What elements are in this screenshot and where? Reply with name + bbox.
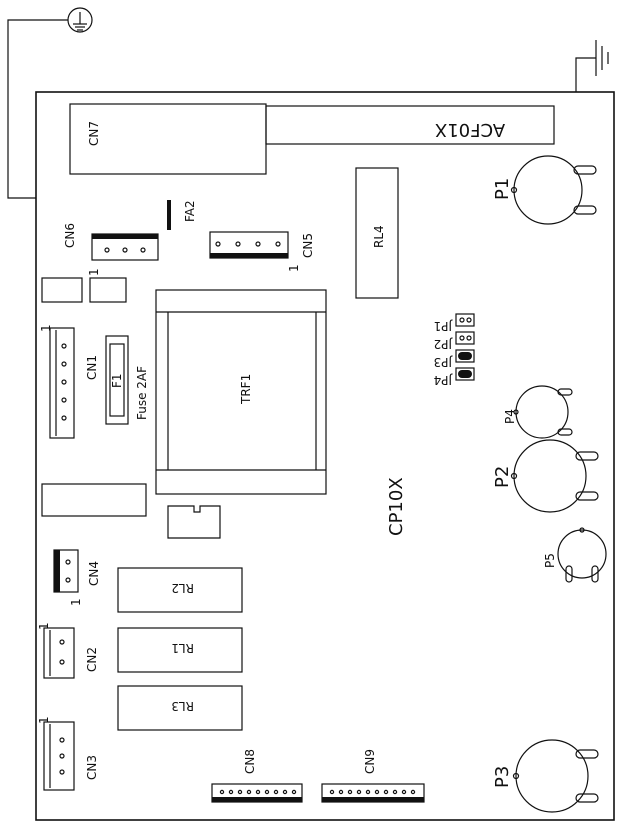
cn9-connector: CN9 xyxy=(321,749,425,803)
rl3-label: RL3 xyxy=(171,699,194,713)
cn3-pin1-label: 1 xyxy=(37,716,51,724)
p2-label: P2 xyxy=(492,466,513,488)
jp4-label: JP4 xyxy=(434,373,453,387)
cn5-connector: CN5 1 xyxy=(209,231,315,272)
small-header xyxy=(167,505,221,539)
cn1-pin1-label: 1 xyxy=(39,324,53,332)
cn4-pin1-label: 1 xyxy=(69,598,83,606)
cn6-connector: CN6 1 xyxy=(63,223,159,276)
rl2-relay: RL2 xyxy=(117,567,243,613)
cn2-label: CN2 xyxy=(85,647,99,672)
rl2-label: RL2 xyxy=(171,581,194,595)
fuse-rating-label: Fuse 2AF xyxy=(135,366,149,420)
earth-ground-wire xyxy=(7,7,93,199)
cn5-label: CN5 xyxy=(301,233,315,258)
p4-potentiometer: P4 xyxy=(503,385,573,439)
rl4-relay: RL4 xyxy=(355,167,399,299)
jp3-label: JP3 xyxy=(434,355,453,369)
cn2-pin1-label: 1 xyxy=(37,622,51,630)
jp2-label: JP2 xyxy=(434,337,453,351)
cn1-label: CN1 xyxy=(85,355,99,380)
pad-left xyxy=(41,277,83,303)
p3-potentiometer: P3 xyxy=(492,739,599,813)
board-model-label: CP10X xyxy=(386,477,407,536)
rl1-label: RL1 xyxy=(171,641,194,655)
component-block xyxy=(41,483,147,517)
f1-label: F1 xyxy=(110,373,124,388)
cn6-pin1-label: 1 xyxy=(87,268,101,276)
pcb-board-outline xyxy=(35,91,615,821)
fa2-label: FA2 xyxy=(183,200,197,222)
cn6-label: CN6 xyxy=(63,223,77,248)
p4-label: P4 xyxy=(503,409,517,424)
rl4-label: RL4 xyxy=(372,225,386,248)
cn8-label: CN8 xyxy=(243,749,257,774)
p2-potentiometer: P2 xyxy=(492,439,599,513)
p5-label: P5 xyxy=(543,553,557,568)
rl1-relay: RL1 xyxy=(117,627,243,673)
pad-right xyxy=(89,277,127,303)
fa2-terminal: FA2 xyxy=(167,200,197,230)
cn7-connector: CN7 ACF01X xyxy=(69,103,555,175)
cn8-connector: CN8 xyxy=(211,749,303,803)
p3-label: P3 xyxy=(492,766,513,788)
cn1-connector: 1 CN1 xyxy=(39,324,99,439)
trf1-transformer: TRF1 xyxy=(155,289,327,495)
p1-potentiometer: P1 xyxy=(492,155,597,225)
chassis-ground-symbol xyxy=(575,40,609,92)
cn3-connector: 1 CN3 xyxy=(37,716,99,791)
cn4-label: CN4 xyxy=(87,561,101,586)
cn3-label: CN3 xyxy=(85,755,99,780)
p5-potentiometer: P5 xyxy=(543,527,607,583)
cn5-pin1-label: 1 xyxy=(287,264,301,272)
cn7-label: CN7 xyxy=(87,121,101,146)
acf01x-label: ACF01X xyxy=(435,119,505,140)
cn4-connector: CN4 1 xyxy=(53,549,101,606)
rl3-relay: RL3 xyxy=(117,685,243,731)
p1-label: P1 xyxy=(492,178,513,200)
jp1-label: JP1 xyxy=(434,319,453,333)
f1-fuse: F1 Fuse 2AF xyxy=(105,335,149,425)
jumper-block: JP1 JP2 JP3 JP4 xyxy=(434,313,475,387)
cn2-connector: 1 CN2 xyxy=(37,622,99,679)
trf1-label: TRF1 xyxy=(239,374,253,405)
cn9-label: CN9 xyxy=(363,749,377,774)
